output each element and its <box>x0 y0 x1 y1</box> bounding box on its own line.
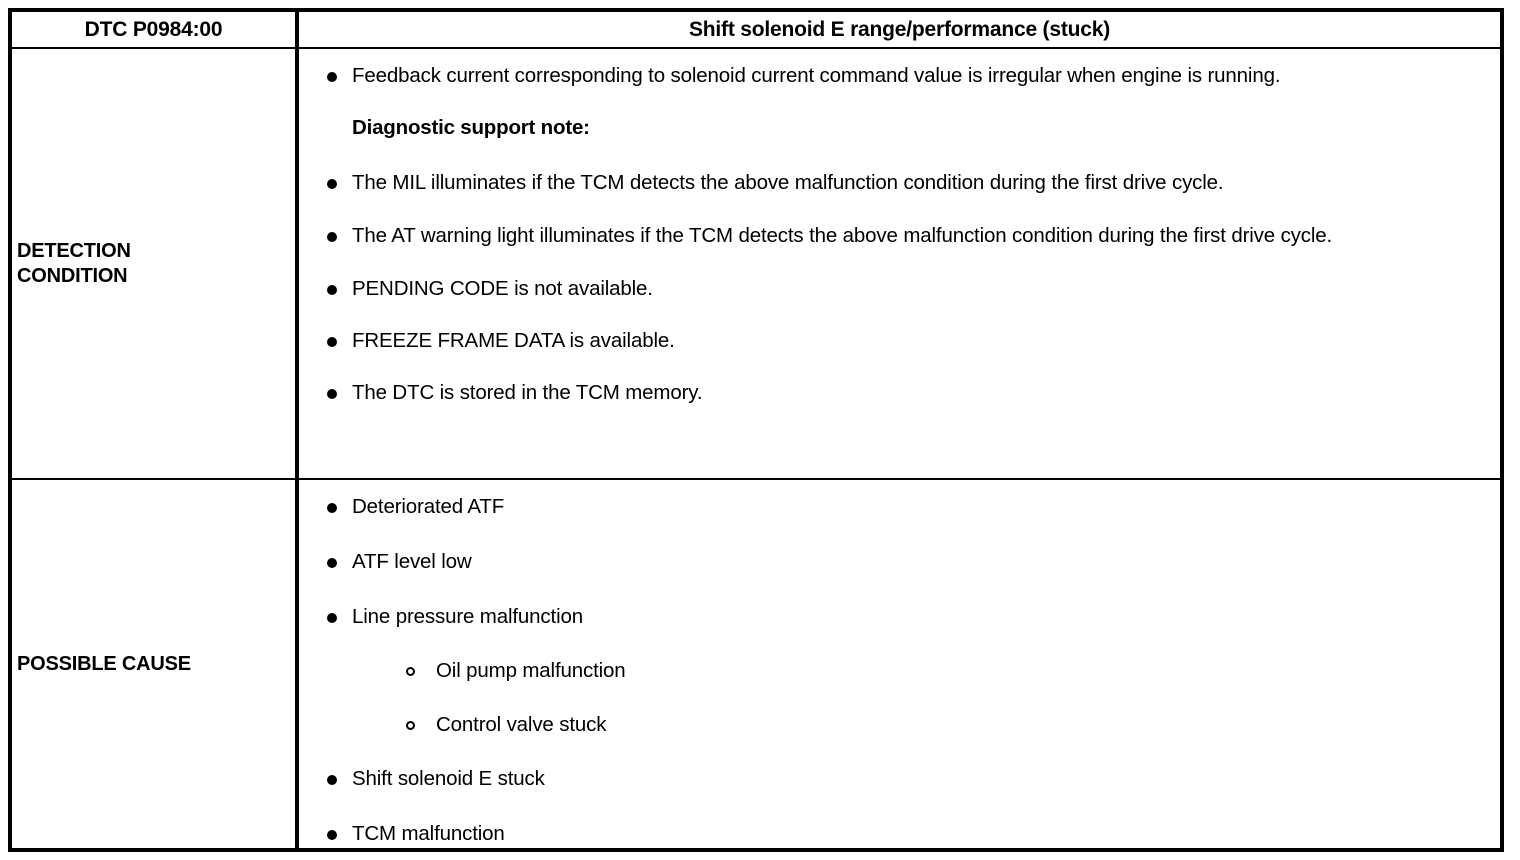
diagnostic-support-note-text: Diagnostic support note: <box>352 116 590 140</box>
dtc-title-cell: Shift solenoid E range/performance (stuc… <box>299 12 1500 47</box>
sub-list-item: Control valve stuck <box>299 712 1478 738</box>
filled-bullet-icon <box>327 179 337 190</box>
possible-cause-content-cell: Deteriorated ATF ATF level low Line pres… <box>299 480 1500 848</box>
list-item: Line pressure malfunction <box>299 604 1478 630</box>
filled-bullet-icon <box>327 389 337 400</box>
list-item-text: The MIL illuminates if the TCM detects t… <box>352 171 1224 195</box>
list-item-text: PENDING CODE is not available. <box>352 276 653 300</box>
table-header-divider <box>12 47 1500 49</box>
list-item: The MIL illuminates if the TCM detects t… <box>299 170 1478 196</box>
detection-condition-content-cell: Feedback current corresponding to soleno… <box>299 49 1500 478</box>
filled-bullet-icon <box>327 613 337 624</box>
list-item: FREEZE FRAME DATA is available. <box>299 328 1478 354</box>
filled-bullet-icon <box>327 558 337 569</box>
detection-condition-row: DETECTION CONDITION Feedback current cor… <box>12 49 1500 478</box>
filled-bullet-icon <box>327 231 337 242</box>
list-item-text: ATF level low <box>352 550 472 574</box>
filled-bullet-icon <box>327 775 337 786</box>
list-item: The AT warning light illuminates if the … <box>299 223 1478 249</box>
filled-bullet-icon <box>327 337 337 348</box>
sub-list-item-text: Control valve stuck <box>436 712 607 736</box>
list-item: PENDING CODE is not available. <box>299 276 1478 302</box>
dtc-code-cell: DTC P0984:00 <box>12 12 295 47</box>
list-item: Shift solenoid E stuck <box>299 766 1478 792</box>
detection-condition-label: DETECTION CONDITION <box>17 240 131 287</box>
list-item: The DTC is stored in the TCM memory. <box>299 380 1478 406</box>
table-header-row: DTC P0984:00 Shift solenoid E range/perf… <box>12 12 1500 47</box>
hollow-bullet-icon <box>406 666 415 676</box>
dtc-title-text: Shift solenoid E range/performance (stuc… <box>688 17 1110 41</box>
table-inner: DTC P0984:00 Shift solenoid E range/perf… <box>12 12 1500 848</box>
filled-bullet-icon <box>327 72 337 82</box>
list-item-text: Feedback current corresponding to soleno… <box>352 64 1281 87</box>
list-item-text: Line pressure malfunction <box>352 605 583 629</box>
dtc-table: DTC P0984:00 Shift solenoid E range/perf… <box>8 8 1504 852</box>
detection-condition-label-cell: DETECTION CONDITION <box>12 49 295 478</box>
list-item-text: The DTC is stored in the TCM memory. <box>352 381 703 405</box>
list-item-text: Shift solenoid E stuck <box>352 767 545 791</box>
list-item: ATF level low <box>299 549 1478 575</box>
dtc-code-text: DTC P0984:00 <box>84 17 223 41</box>
table-column-divider <box>295 12 299 848</box>
list-item-text: Deteriorated ATF <box>352 495 505 518</box>
possible-cause-row: POSSIBLE CAUSE Deteriorated ATF ATF leve… <box>12 480 1500 848</box>
sub-list-item-text: Oil pump malfunction <box>436 658 626 682</box>
list-item-text: The AT warning light illuminates if the … <box>352 223 1333 247</box>
filled-bullet-icon <box>327 830 337 841</box>
list-item-text: TCM malfunction <box>352 822 505 846</box>
hollow-bullet-icon <box>406 720 415 730</box>
list-item: Feedback current corresponding to soleno… <box>299 63 1478 89</box>
diagnostic-support-note-heading: Diagnostic support note: <box>299 115 1478 141</box>
list-item: TCM malfunction <box>299 821 1478 847</box>
possible-cause-label-cell: POSSIBLE CAUSE <box>12 480 295 848</box>
list-item: Deteriorated ATF <box>299 494 1478 520</box>
list-item-text: FREEZE FRAME DATA is available. <box>352 329 675 353</box>
filled-bullet-icon <box>327 503 337 513</box>
possible-cause-label: POSSIBLE CAUSE <box>17 652 191 675</box>
filled-bullet-icon <box>327 284 337 295</box>
sub-list-item: Oil pump malfunction <box>299 658 1478 684</box>
table-section-divider <box>12 478 1500 480</box>
